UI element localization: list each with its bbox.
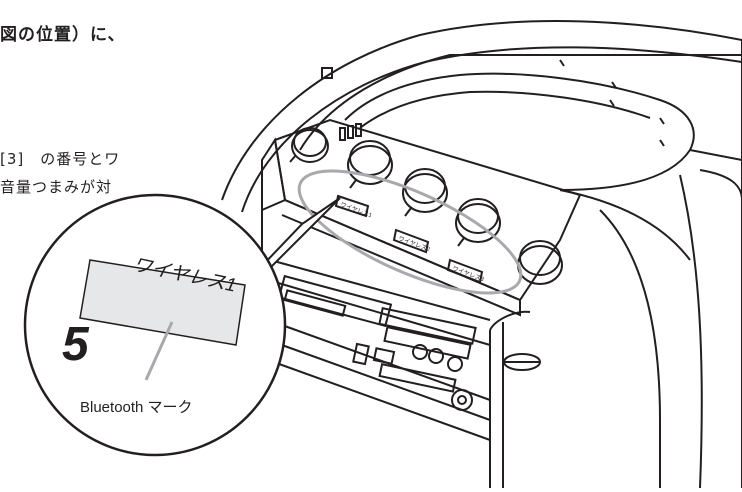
callout-number: 5 [62,318,90,371]
knob-2 [402,168,448,217]
highlight-ellipse [297,169,523,295]
knob-master [289,127,329,163]
callout-leader [255,197,341,283]
small-label-1: ワイヤレス1 [339,201,373,219]
body-text-line-1: [3] の番号とワ [0,150,121,168]
bluetooth-label: Bluetooth マーク [80,399,193,416]
bluetooth-pointer [144,321,174,381]
knob-4 [517,240,563,285]
body-text-line-2: 音量つまみが対 [0,178,113,196]
device-outline [221,20,742,489]
wireless-label-plate [79,259,246,346]
knob-3 [455,198,501,247]
small-label-3: ワイヤレス3 [451,265,485,283]
callout-circle [23,193,287,457]
header-text: 図の位置）に、 [0,25,126,45]
